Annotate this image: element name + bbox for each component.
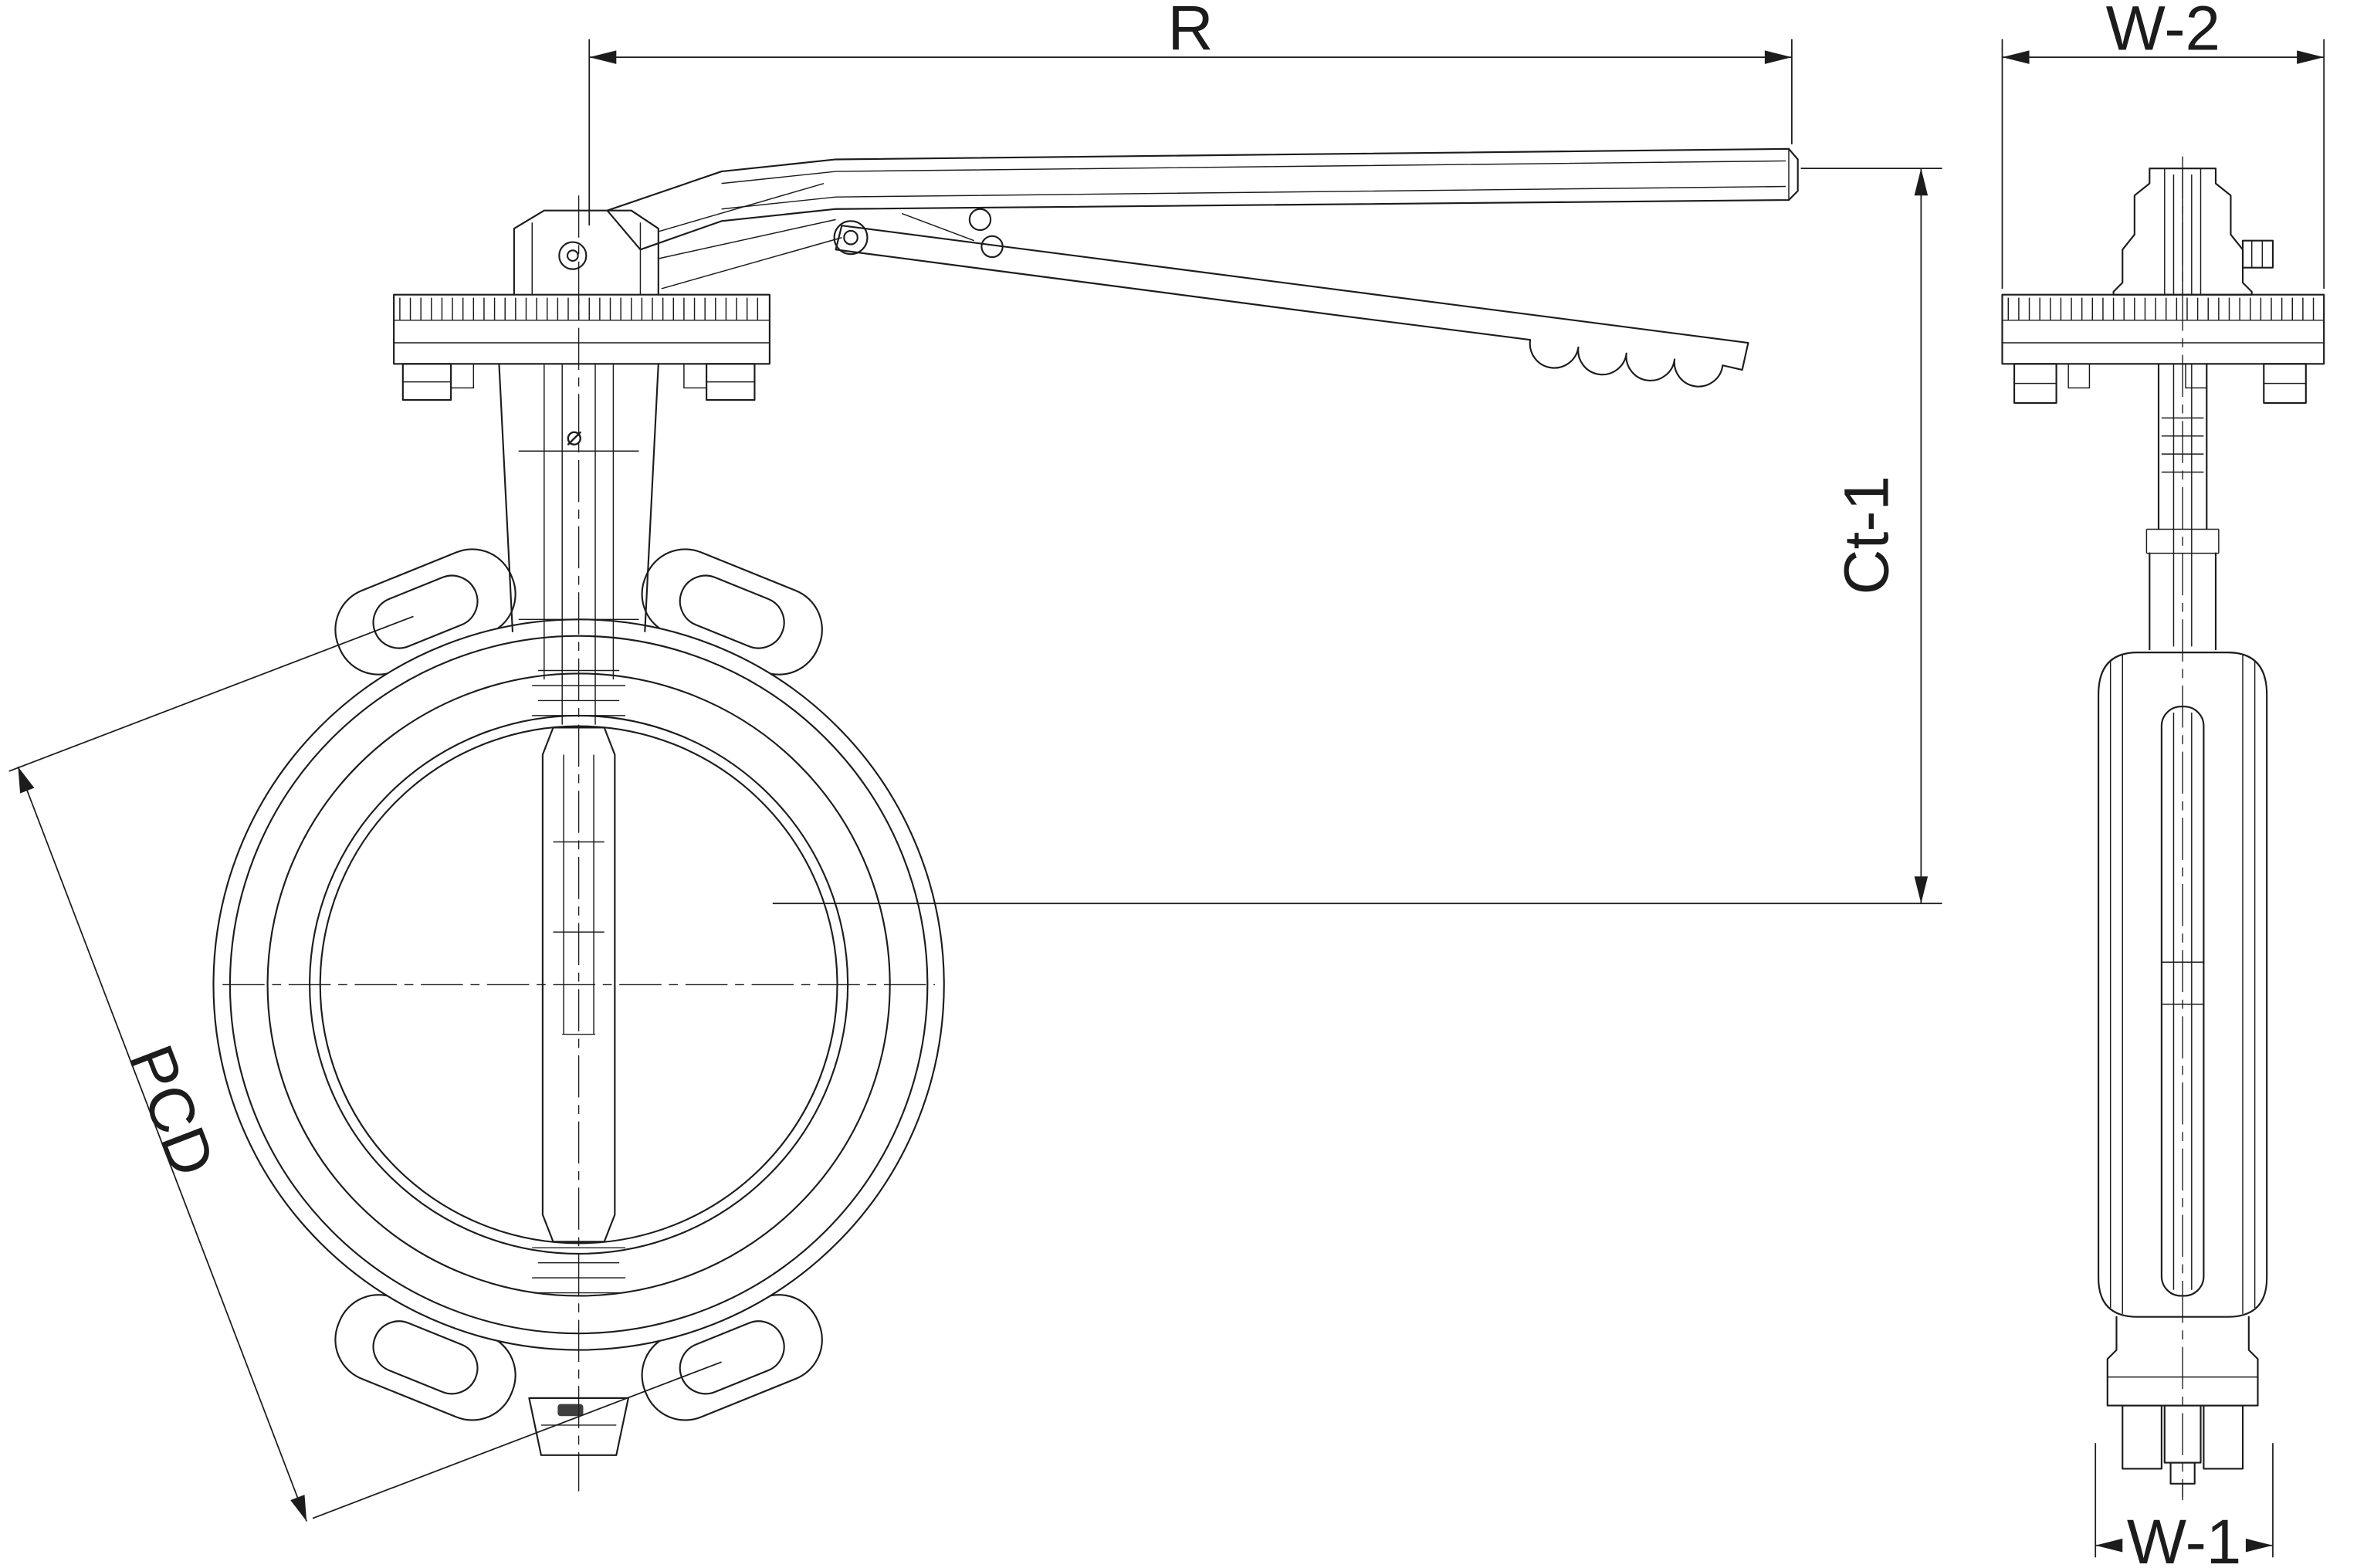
dimension-w2: W-2 <box>2001 0 2325 289</box>
top-flange-side <box>2001 293 2325 404</box>
flange-nub-right-front <box>683 363 707 389</box>
pcd-extension-lines <box>8 615 722 1519</box>
pcd-arrow-bottom <box>290 1495 307 1522</box>
r-label: R <box>1168 0 1214 63</box>
flange-serration-front <box>399 297 759 320</box>
flange-serration-side <box>2007 297 2315 320</box>
body-side-liner-lines <box>2109 655 2256 1314</box>
pcd-dimension-line <box>17 766 308 1522</box>
r-arrow-right <box>1764 50 1792 64</box>
linkage-pin-large-center <box>843 229 858 246</box>
stem-sides <box>2149 363 2217 651</box>
handle-side-screw <box>2241 239 2274 269</box>
bottom-cap <box>528 1397 629 1456</box>
lever-bar-outline <box>606 147 1799 251</box>
casting-mark <box>557 1404 584 1417</box>
w2-arrow-left <box>2002 50 2030 64</box>
w1-arrow-left <box>2095 1538 2123 1553</box>
disc-edge-side <box>2160 706 2205 1297</box>
lug-top-right-slot <box>679 574 785 649</box>
pivot-block <box>513 209 659 296</box>
ct1-label: Ct-1 <box>1832 476 1902 594</box>
linkage-pin-large <box>833 220 869 256</box>
w2-extension-lines <box>2001 39 2325 289</box>
pcd-label: PCD <box>115 1036 229 1186</box>
linkage-pin-lower <box>980 235 1004 259</box>
disc-edge-details <box>2161 713 2204 1290</box>
flange-lines-side <box>2002 320 2325 344</box>
pivot-bolt-outer <box>558 241 588 270</box>
gland-stack-top <box>532 669 625 716</box>
flange-nub-left-front <box>450 363 475 389</box>
lug-top-left-slot <box>372 574 479 649</box>
diameter-mark: ⌀ <box>566 421 582 451</box>
w1-label: W-1 <box>2127 1507 2241 1568</box>
pcd-arrow-top <box>18 767 35 794</box>
lug-top-right <box>641 548 823 676</box>
w2-arrow-right <box>2297 50 2325 64</box>
valve-body-side <box>2098 652 2268 1318</box>
body-side-outline <box>2098 652 2268 1318</box>
disc-details <box>553 754 604 1035</box>
pivot-block-lines <box>531 222 642 295</box>
flange-nub-right-side <box>2185 363 2208 389</box>
linkage-lines <box>658 182 974 290</box>
flange-plate-side <box>2001 293 2325 365</box>
trigger-lever <box>835 225 1749 388</box>
stem-side <box>2145 363 2220 651</box>
foot-tab-right <box>2203 1404 2244 1470</box>
bottom-cap-outline <box>528 1397 629 1456</box>
lug-bottom-left-slot <box>372 1320 479 1395</box>
side-view <box>2001 156 2325 1501</box>
linkage-pin-upper <box>968 208 992 232</box>
top-flange-front <box>393 293 770 401</box>
ct1-arrow-top <box>1914 168 1929 196</box>
flange-plate-front <box>393 293 770 365</box>
front-view: ⌀ <box>212 147 1799 1492</box>
neck: ⌀ <box>498 363 659 725</box>
bottom-foot-side <box>2106 1316 2259 1498</box>
w1-extension-lines <box>2095 1443 2274 1558</box>
flange-lines-front <box>394 320 770 344</box>
neck-inner-lines <box>518 364 639 725</box>
ct1-extension-lines <box>772 168 1942 905</box>
dimension-ct1: Ct-1 <box>772 168 1942 905</box>
dimension-r: R <box>588 0 1793 226</box>
r-extension-lines <box>588 39 1793 226</box>
neck-outline <box>498 363 659 632</box>
gland-stack-bottom <box>532 1247 625 1294</box>
lever-bar-inner-lines <box>721 148 1790 210</box>
disc-front <box>541 726 616 1243</box>
handle-knob-lines <box>2164 168 2202 295</box>
stem-details <box>2145 364 2220 647</box>
w1-arrow-right <box>2245 1538 2273 1553</box>
handle-assembly <box>513 147 1799 388</box>
pivot-bolt-inner <box>566 249 579 262</box>
handle-end-view <box>2112 168 2274 296</box>
disc-outline <box>541 726 616 1243</box>
handle-side-screw-lines <box>2250 240 2264 268</box>
foot-tab-left <box>2122 1404 2162 1470</box>
r-arrow-left <box>589 50 617 64</box>
ct1-arrow-bottom <box>1914 876 1929 904</box>
dimension-w1: W-1 <box>2095 1443 2274 1568</box>
flange-nub-left-side <box>2067 363 2091 389</box>
w2-label: W-2 <box>2106 0 2220 63</box>
